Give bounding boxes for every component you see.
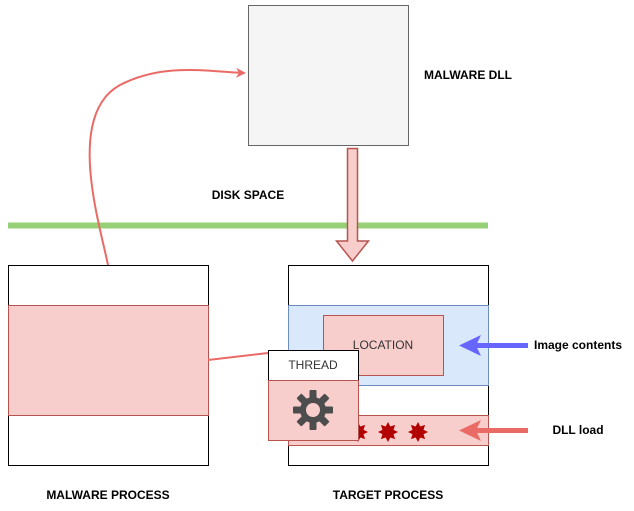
burst-icon [408,422,428,442]
malware-dll-label: MALWARE DLL [424,68,512,82]
burst-icon [378,422,398,442]
image-contents-arrowhead [459,335,481,356]
disk-space-label: DISK SPACE [212,188,284,202]
location-label: LOCATION [353,338,413,352]
thread-header-box [268,350,359,381]
thread-label: THREAD [288,358,338,372]
dll-to-target-arrow [334,147,371,263]
dll-load-label: DLL load [552,423,603,437]
malware-dll-box [248,5,409,146]
dll-load-arrowhead [459,420,481,441]
malware-process-label: MALWARE PROCESS [46,488,169,502]
curved-arrow [88,67,246,266]
malware-process-region [8,305,209,416]
target-process-label: TARGET PROCESS [333,488,443,502]
image-contents-label: Image contents [534,338,622,352]
gear-icon [293,390,333,430]
thread-connector-line [207,352,269,361]
